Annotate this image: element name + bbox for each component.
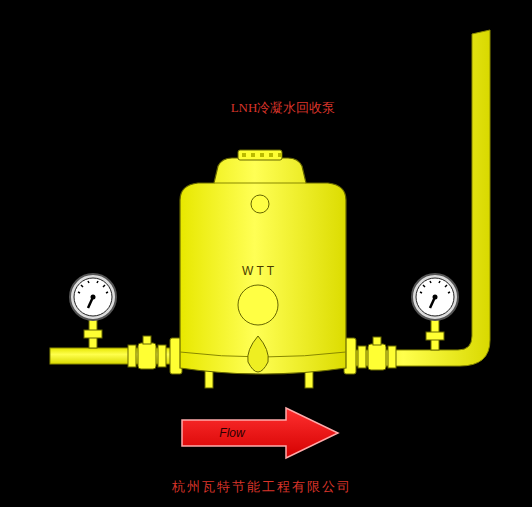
tank-lid	[238, 150, 282, 160]
pump-tank: W T T	[168, 146, 360, 378]
sight-port	[251, 195, 269, 213]
flow-arrow-outline	[180, 405, 342, 461]
pump-tank-outline	[168, 146, 360, 378]
drain-boss	[248, 336, 269, 372]
outlet-pipe	[345, 30, 490, 366]
pressure-gauge	[412, 274, 458, 350]
tank-body	[180, 158, 346, 374]
lid-bolt	[269, 153, 273, 157]
diagram-caption: 杭州瓦特节能工程有限公司	[172, 478, 352, 496]
node-label: Flow	[219, 426, 244, 440]
inspection-cover	[238, 285, 278, 325]
pressure-gauge	[70, 274, 116, 348]
node-label: W T T	[242, 264, 274, 278]
lid-bolt	[251, 153, 255, 157]
flow-arrow: Flow	[180, 405, 342, 461]
inlet-valve	[128, 336, 166, 369]
lid-bolt	[278, 153, 282, 157]
lid-bolt	[242, 153, 246, 157]
lid-bolt	[260, 153, 264, 157]
diagram-title: LNH冷凝水回收泵	[231, 99, 336, 117]
outlet-valve	[358, 337, 396, 370]
arrow-shape	[182, 408, 338, 458]
